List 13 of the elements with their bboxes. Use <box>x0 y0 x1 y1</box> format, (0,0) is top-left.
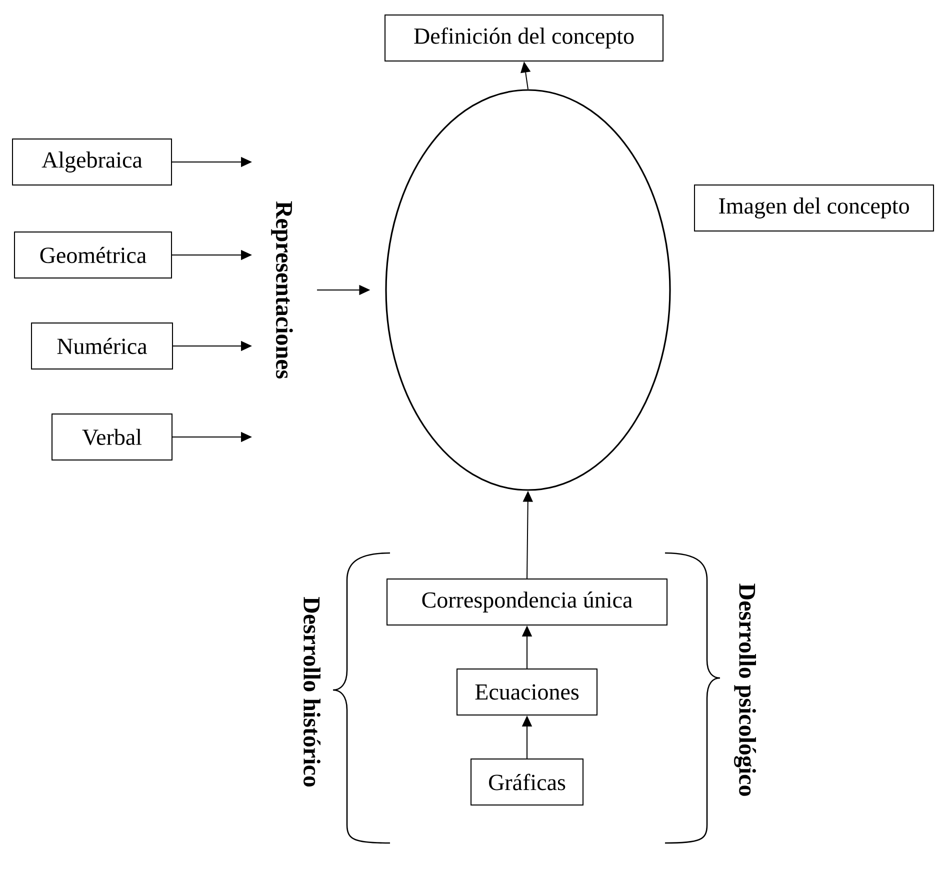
concept-box: Correspondencia única <box>386 578 668 626</box>
concept-box: Definición del concepto <box>384 14 664 62</box>
vertical-label: Desrrollo histórico <box>304 597 320 787</box>
vertical-label: Desrrollo psicológico <box>734 584 756 796</box>
concept-box: Numérica <box>31 322 173 370</box>
concept-ellipse <box>385 89 671 491</box>
vertical-text: Representaciones <box>271 201 293 379</box>
concept-box: Verbal <box>52 414 172 460</box>
concept-box: Imagen del concepto <box>694 184 934 232</box>
concept-box: Ecuaciones <box>456 668 598 716</box>
concept-box: Algebraica <box>12 138 172 186</box>
concept-box: Geométrica <box>14 232 172 278</box>
concept-box: Gráficas <box>470 758 584 806</box>
